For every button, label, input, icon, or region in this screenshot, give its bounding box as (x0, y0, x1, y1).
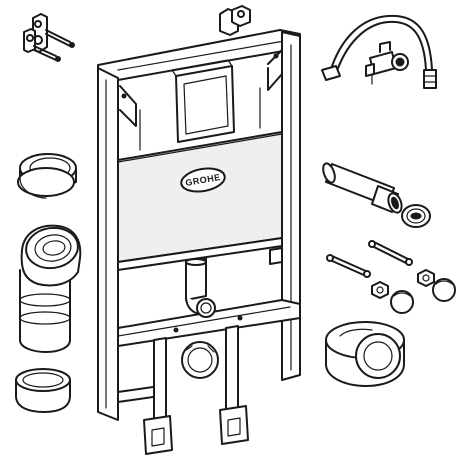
sealing-ring (401, 204, 431, 228)
drain-sleeve (325, 321, 405, 387)
fixing-bolts (326, 240, 413, 278)
straight-connector (17, 153, 77, 199)
nuts-and-caps (371, 269, 456, 314)
supply-hose (321, 14, 437, 89)
flush-pipe (322, 162, 403, 214)
waste-outlet (181, 341, 219, 379)
end-cap (15, 368, 71, 413)
pan-connector-bend (19, 224, 82, 353)
installation-frame (97, 5, 301, 455)
drain-pipe (185, 257, 216, 318)
brand-logo: GROHE (180, 167, 226, 193)
angle-valve (365, 41, 409, 85)
wall-fixing-brackets (23, 13, 75, 62)
